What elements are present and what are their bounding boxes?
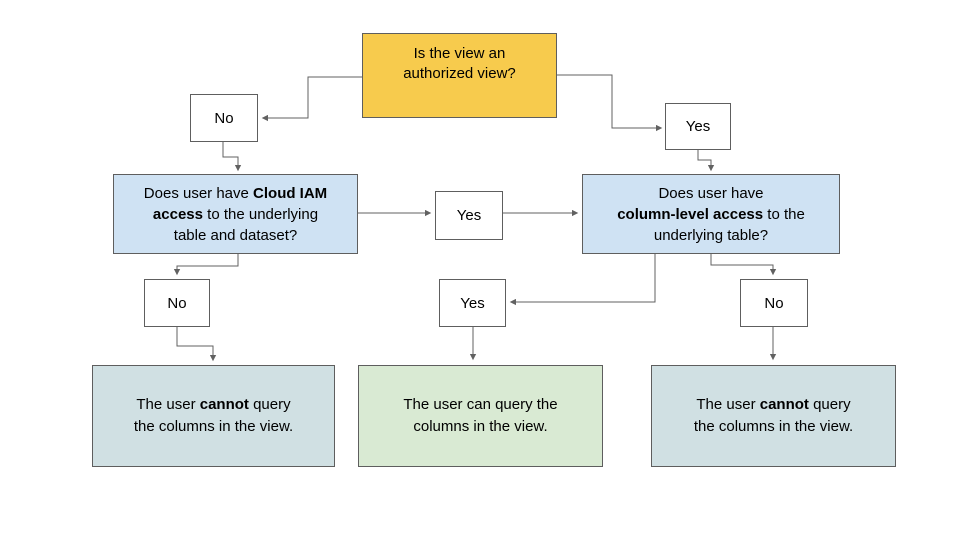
connector-root-to-yes1 xyxy=(557,74,663,132)
branch-no-iam: No xyxy=(144,279,210,327)
branch-yes-authorized-label: Yes xyxy=(685,118,711,135)
question-cloud-iam-access: Does user have Cloud IAM access to the u… xyxy=(113,174,358,254)
question-column-level-access: Does user have column-level access to th… xyxy=(582,174,840,254)
decision-authorized-view-line1: Is the view an xyxy=(413,45,506,62)
decision-authorized-view: Is the view an authorized view? xyxy=(362,33,557,118)
branch-yes-iam-label: Yes xyxy=(456,207,482,224)
connector-column-to-yes3 xyxy=(509,254,656,306)
connector-root-to-no1 xyxy=(261,76,362,122)
branch-no-column-label: No xyxy=(764,294,784,312)
branch-yes-column: Yes xyxy=(439,279,506,327)
branch-yes-iam: Yes xyxy=(435,191,503,240)
connector-no2-to-outcome-left xyxy=(176,327,217,362)
branch-yes-authorized: Yes xyxy=(665,103,731,150)
connector-no1-to-iam-question xyxy=(222,142,242,172)
decision-authorized-view-line2: authorized view? xyxy=(403,65,516,82)
branch-no-authorized: No xyxy=(190,94,258,142)
branch-no-iam-label: No xyxy=(167,294,187,312)
outcome-can-query: The user can query the columns in the vi… xyxy=(358,365,603,467)
branch-no-authorized-label: No xyxy=(214,109,234,127)
outcome-cannot-query-left: The user cannot query the columns in the… xyxy=(92,365,335,467)
connector-column-to-no3 xyxy=(710,254,777,276)
outcome-cannot-query-right: The user cannot query the columns in the… xyxy=(651,365,896,467)
connector-yes1-to-column-question xyxy=(697,150,715,172)
branch-yes-column-label: Yes xyxy=(460,294,485,312)
branch-no-column: No xyxy=(740,279,808,327)
connector-iam-to-no2 xyxy=(173,254,239,276)
